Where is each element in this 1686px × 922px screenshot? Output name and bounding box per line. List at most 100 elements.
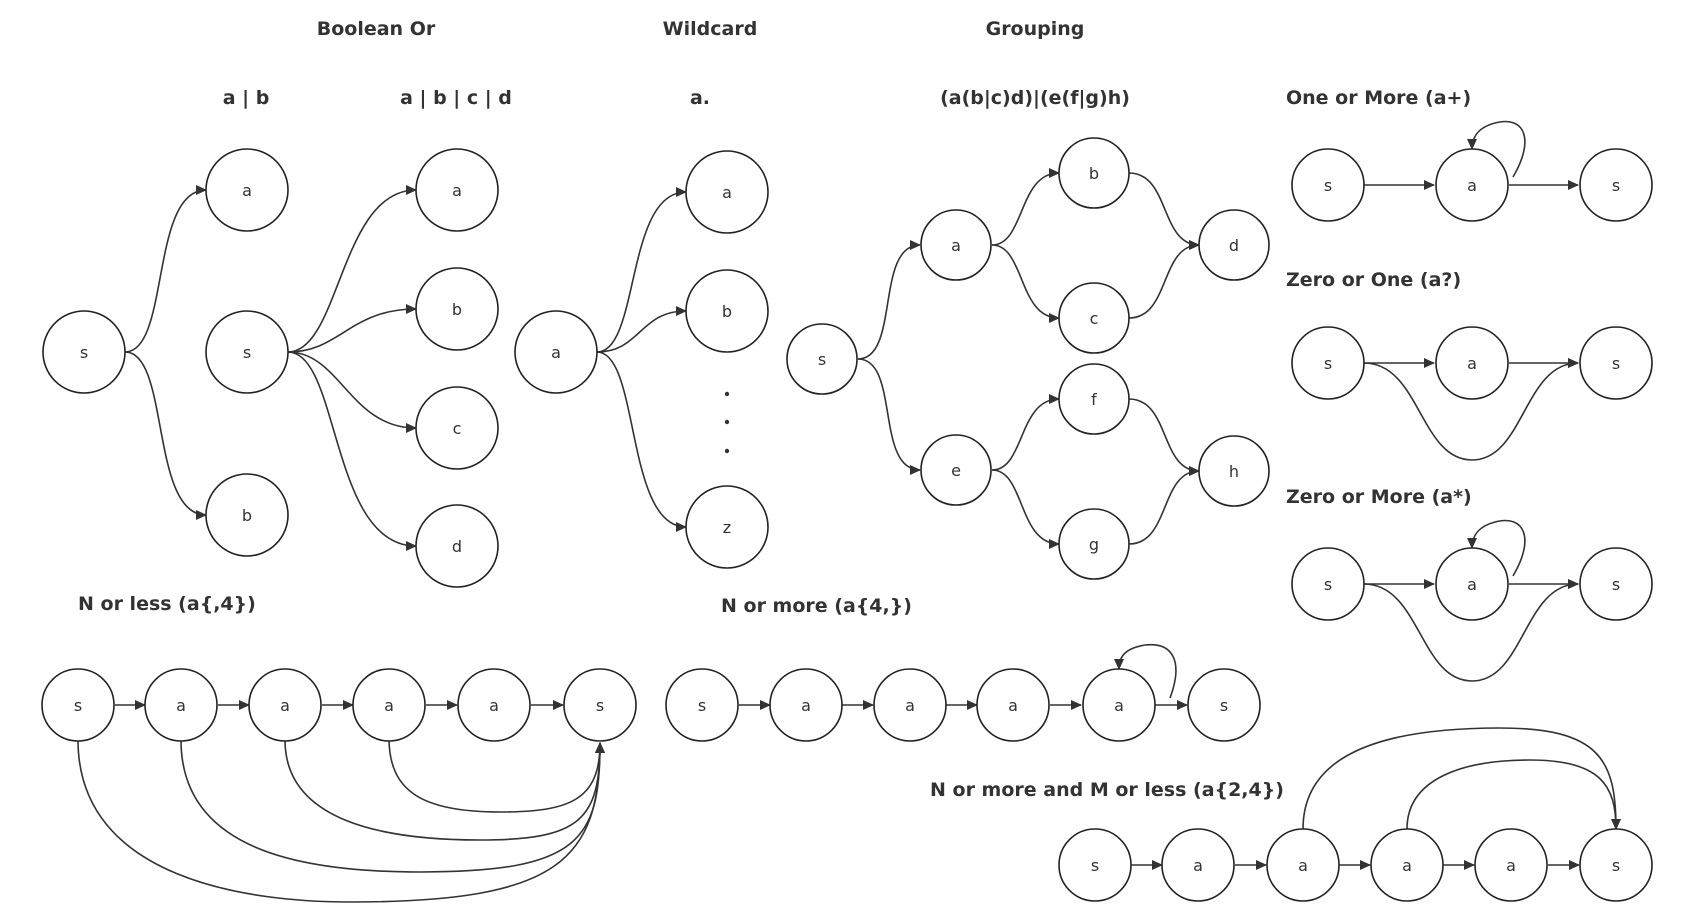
svg-text:s: s	[1612, 176, 1620, 195]
node: s	[1579, 326, 1653, 400]
node: a	[205, 148, 289, 232]
svg-text:s: s	[596, 696, 604, 715]
svg-text:s: s	[1612, 575, 1620, 594]
node: a	[1082, 668, 1156, 742]
label-grouping-expr: (a(b|c)d)|(e(f|g)h)	[940, 87, 1130, 109]
svg-text:b: b	[722, 302, 732, 321]
node: s	[1291, 547, 1365, 621]
svg-text:h: h	[1229, 462, 1239, 481]
svg-text:s: s	[698, 696, 706, 715]
svg-text:s: s	[1091, 856, 1099, 875]
node: b	[415, 267, 499, 351]
node: b	[205, 473, 289, 557]
svg-text:b: b	[242, 506, 252, 525]
svg-text:a: a	[280, 696, 290, 715]
ellipsis-dot	[724, 391, 730, 397]
node: f	[1058, 363, 1130, 435]
node: s	[563, 668, 637, 742]
node: s	[42, 310, 126, 394]
node: s	[665, 668, 739, 742]
node: a	[976, 668, 1050, 742]
svg-text:a: a	[1193, 856, 1203, 875]
svg-text:s: s	[80, 343, 88, 362]
node: a	[769, 668, 843, 742]
node: z	[685, 485, 769, 569]
node: s	[205, 310, 289, 394]
node: a	[1161, 828, 1235, 902]
node: a	[685, 150, 769, 234]
node: s	[1291, 148, 1365, 222]
node: e	[920, 434, 992, 506]
node: s	[1291, 326, 1365, 400]
node: d	[415, 504, 499, 588]
svg-text:b: b	[1089, 164, 1099, 183]
title-boolean-or: Boolean Or	[317, 18, 436, 40]
node: a	[144, 668, 218, 742]
node: b	[685, 269, 769, 353]
svg-text:a: a	[242, 181, 252, 200]
node: a	[457, 668, 531, 742]
node: s	[1579, 828, 1653, 902]
edges	[77, 120, 1621, 903]
node: a	[1370, 828, 1444, 902]
svg-text:a: a	[905, 696, 915, 715]
node: a	[415, 148, 499, 232]
node: a	[1266, 828, 1340, 902]
svg-text:a: a	[1008, 696, 1018, 715]
svg-text:s: s	[1324, 176, 1332, 195]
svg-text:a: a	[1467, 575, 1477, 594]
node: a	[1435, 547, 1509, 621]
node: a	[1435, 148, 1509, 222]
svg-text:d: d	[452, 537, 462, 556]
svg-text:a: a	[1467, 354, 1477, 373]
ellipsis-dot	[724, 419, 730, 425]
node: a	[248, 668, 322, 742]
svg-text:g: g	[1089, 535, 1099, 554]
svg-text:a: a	[951, 236, 961, 255]
node: a	[1435, 326, 1509, 400]
svg-text:s: s	[1324, 575, 1332, 594]
svg-text:a: a	[551, 343, 561, 362]
node: a	[352, 668, 426, 742]
node: s	[1579, 148, 1653, 222]
svg-text:d: d	[1229, 236, 1239, 255]
label-one-or-more: One or More (a+)	[1286, 87, 1471, 109]
node: s	[786, 323, 858, 395]
svg-text:a: a	[1467, 176, 1477, 195]
label-zero-or-more: Zero or More (a*)	[1286, 486, 1472, 508]
svg-text:b: b	[452, 300, 462, 319]
label-n-or-less: N or less (a{,4})	[78, 593, 256, 615]
svg-text:s: s	[1612, 856, 1620, 875]
label-n-or-more: N or more (a{4,})	[721, 595, 912, 617]
node: b	[1058, 137, 1130, 209]
node: d	[1198, 209, 1270, 281]
svg-text:c: c	[1090, 309, 1099, 328]
node: a	[514, 310, 598, 394]
svg-text:f: f	[1091, 390, 1097, 409]
svg-text:z: z	[723, 518, 731, 537]
node: h	[1198, 435, 1270, 507]
node: s	[41, 668, 115, 742]
svg-text:s: s	[1324, 354, 1332, 373]
node: s	[1058, 828, 1132, 902]
svg-text:a: a	[801, 696, 811, 715]
svg-text:a: a	[489, 696, 499, 715]
svg-text:a: a	[1298, 856, 1308, 875]
node: a	[920, 209, 992, 281]
node: c	[1058, 282, 1130, 354]
node: a	[873, 668, 947, 742]
svg-text:a: a	[176, 696, 186, 715]
node: a	[1474, 828, 1548, 902]
label-a-or-b-c-d: a | b | c | d	[400, 87, 512, 109]
label-a-or-b: a | b	[223, 87, 270, 109]
svg-text:a: a	[384, 696, 394, 715]
svg-text:s: s	[1612, 354, 1620, 373]
label-a-dot: a.	[690, 87, 710, 109]
svg-text:e: e	[951, 461, 961, 480]
svg-text:a: a	[452, 181, 462, 200]
ellipsis-dot	[724, 448, 730, 454]
node: c	[415, 386, 499, 470]
svg-text:c: c	[453, 419, 462, 438]
node: g	[1058, 508, 1130, 580]
